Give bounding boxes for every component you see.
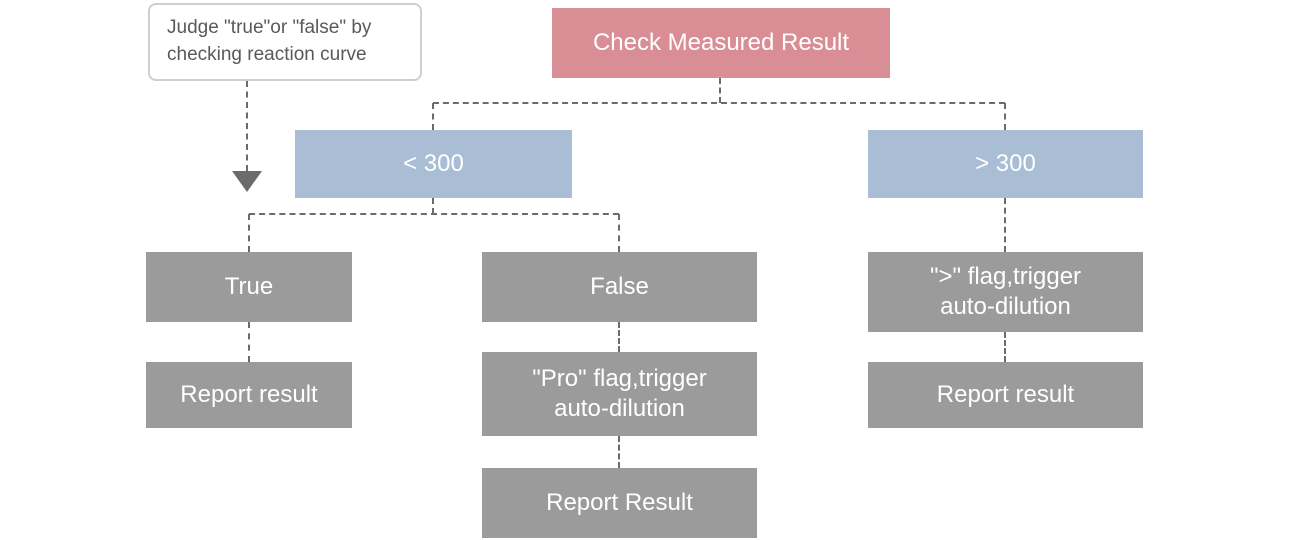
connector-to-true — [248, 214, 250, 252]
connector-gt300-to-flag — [1004, 198, 1006, 252]
connector-root-down — [719, 78, 721, 103]
node-greater-than-300: > 300 — [868, 130, 1143, 198]
connector-true-to-report — [248, 322, 250, 362]
node-report-result-bottom: Report Result — [482, 468, 757, 538]
node-gt-flag-auto-dilution: ">" flag,trigger auto-dilution — [868, 252, 1143, 332]
connector-to-lt300 — [432, 103, 434, 130]
node-check-measured-result: Check Measured Result — [552, 8, 890, 78]
connector-to-false — [618, 214, 620, 252]
node-false: False — [482, 252, 757, 322]
node-report-result-left: Report result — [146, 362, 352, 428]
connector-to-gt300 — [1004, 103, 1006, 130]
node-true: True — [146, 252, 352, 322]
connector-proflag-to-report — [618, 436, 620, 468]
arrow-down-icon — [232, 171, 262, 192]
node-pro-flag-auto-dilution: "Pro" flag,trigger auto-dilution — [482, 352, 757, 436]
connector-false-to-proflag — [618, 322, 620, 352]
node-less-than-300: < 300 — [295, 130, 572, 198]
note-judge-reaction-curve: Judge "true"or "false" by checking react… — [148, 3, 422, 81]
connector-flag-to-report — [1004, 332, 1006, 362]
connector-branch-horizontal — [433, 102, 1005, 104]
connector-lt300-down — [432, 198, 434, 214]
node-report-result-right: Report result — [868, 362, 1143, 428]
connector-lt300-horizontal — [249, 213, 619, 215]
connector-note-arrow-line — [246, 81, 248, 171]
